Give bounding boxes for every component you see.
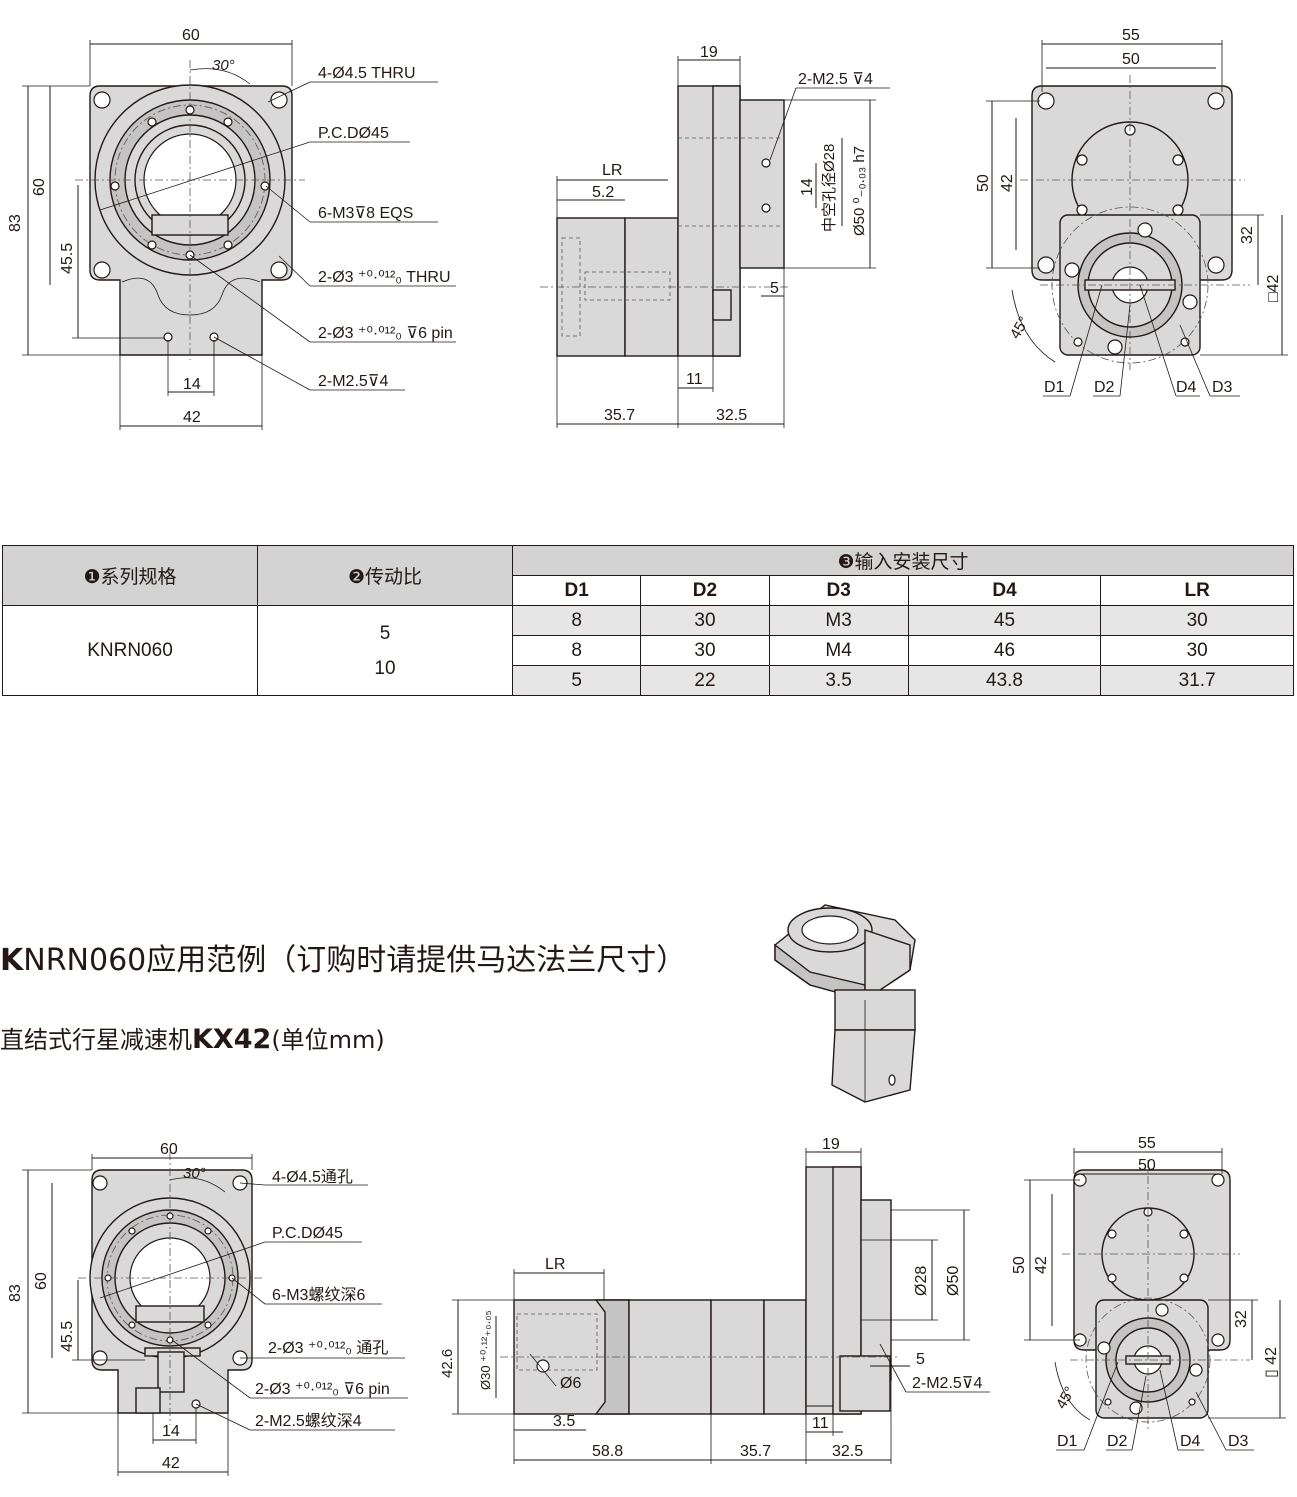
svg-text:11: 11 bbox=[686, 371, 703, 388]
svg-text:5: 5 bbox=[916, 1351, 925, 1368]
svg-text:6-M3螺纹深6: 6-M3螺纹深6 bbox=[272, 1286, 365, 1304]
svg-text:LR: LR bbox=[602, 162, 622, 179]
svg-text:2-Ø3 ⁺⁰·⁰¹²₀ ⊽6 pin: 2-Ø3 ⁺⁰·⁰¹²₀ ⊽6 pin bbox=[318, 325, 453, 342]
svg-text:55: 55 bbox=[1138, 1135, 1156, 1152]
svg-text:5.2: 5.2 bbox=[592, 184, 614, 201]
col-ratio: ❷传动比 bbox=[257, 545, 513, 606]
svg-text:P.C.DØ45: P.C.DØ45 bbox=[272, 1225, 343, 1242]
svg-text:D2: D2 bbox=[1107, 1433, 1128, 1450]
top-rear-view: 55 50 50 42 32 □42 45° D1 D2 D4 D3 bbox=[975, 27, 1288, 397]
svg-text:60: 60 bbox=[160, 1141, 178, 1158]
spec-table: ❶系列规格 ❷传动比 ❸输入安装尺寸 D1 D2 D3 D4 LR KNRN06… bbox=[2, 545, 1294, 696]
svg-text:32: 32 bbox=[1239, 226, 1256, 244]
svg-text:D1: D1 bbox=[1044, 379, 1065, 396]
model-cell: KNRN060 bbox=[2, 605, 258, 696]
svg-text:11: 11 bbox=[812, 1415, 829, 1432]
svg-text:42: 42 bbox=[1033, 1256, 1050, 1274]
example-subtitle: 直结式行星减速机KX42(单位mm) bbox=[0, 1024, 385, 1055]
svg-text:Ø50: Ø50 bbox=[945, 1266, 962, 1296]
svg-text:32.5: 32.5 bbox=[716, 407, 747, 424]
svg-text:6-M3⊽8 EQS: 6-M3⊽8 EQS bbox=[318, 205, 413, 222]
svg-text:50: 50 bbox=[1122, 51, 1140, 68]
svg-text:4-Ø4.5通孔: 4-Ø4.5通孔 bbox=[272, 1168, 353, 1186]
col-d3: D3 bbox=[768, 575, 909, 606]
svg-text:LR: LR bbox=[545, 1256, 565, 1273]
svg-text:50: 50 bbox=[1138, 1157, 1156, 1174]
svg-text:D4: D4 bbox=[1176, 379, 1197, 396]
top-side-view: 19 LR 5.2 5 11 35.7 32.5 2-M2.5 ⊽4 14 中空… bbox=[540, 44, 890, 428]
svg-text:42: 42 bbox=[183, 409, 201, 426]
svg-text:Ø28: Ø28 bbox=[913, 1266, 930, 1296]
svg-text:▯ 42: ▯ 42 bbox=[1263, 1347, 1280, 1378]
svg-text:58.8: 58.8 bbox=[592, 1443, 623, 1460]
col-lr: LR bbox=[1100, 575, 1294, 606]
svg-text:3.5: 3.5 bbox=[553, 1413, 575, 1430]
svg-text:5: 5 bbox=[770, 280, 779, 297]
svg-text:30°: 30° bbox=[183, 1165, 206, 1182]
svg-text:42: 42 bbox=[162, 1455, 180, 1472]
svg-text:50: 50 bbox=[975, 174, 992, 192]
svg-text:45.5: 45.5 bbox=[59, 1321, 76, 1352]
col-input-group: ❸输入安装尺寸 bbox=[512, 545, 1294, 576]
svg-text:50: 50 bbox=[1011, 1256, 1028, 1274]
svg-text:4-Ø4.5 THRU: 4-Ø4.5 THRU bbox=[318, 65, 416, 82]
svg-text:32: 32 bbox=[1233, 1310, 1250, 1328]
svg-text:60: 60 bbox=[31, 178, 48, 196]
svg-text:35.7: 35.7 bbox=[604, 407, 635, 424]
svg-text:83: 83 bbox=[7, 214, 24, 232]
svg-text:中空孔径Ø28: 中空孔径Ø28 bbox=[821, 144, 838, 232]
bottom-rear-view: 55 50 50 42 32 ▯ 42 45° D1 D2 D4 D3 bbox=[1011, 1135, 1286, 1451]
example-title: KNRN060应用范例（订购时请提供马达法兰尺寸） bbox=[0, 943, 687, 978]
bottom-side-view: 19 LR 42.6 Ø30 ⁺⁰·¹²₊₀.₀₅ Ø6 Ø28 Ø50 5 2… bbox=[439, 1136, 990, 1464]
svg-text:83: 83 bbox=[7, 1284, 24, 1302]
svg-text:2-M2.5⊽4: 2-M2.5⊽4 bbox=[318, 373, 389, 390]
svg-text:2-Ø3 ⁺⁰·⁰¹²₀ ⊽6 pin: 2-Ø3 ⁺⁰·⁰¹²₀ ⊽6 pin bbox=[255, 1381, 390, 1398]
bottom-technical-drawing: 60 30° 83 60 45.5 14 42 4-Ø4.5通孔 P.C.DØ4… bbox=[7, 1135, 1286, 1476]
svg-text:42.6: 42.6 bbox=[439, 1349, 456, 1378]
svg-text:19: 19 bbox=[822, 1136, 840, 1153]
svg-text:P.C.DØ45: P.C.DØ45 bbox=[318, 125, 389, 142]
svg-text:D3: D3 bbox=[1212, 379, 1233, 396]
svg-text:□42: □42 bbox=[1265, 274, 1282, 302]
col-series: ❶系列规格 bbox=[2, 545, 258, 606]
svg-text:2-M2.5螺纹深4: 2-M2.5螺纹深4 bbox=[255, 1412, 362, 1430]
svg-text:2-Ø3 ⁺⁰·⁰¹²₀ THRU: 2-Ø3 ⁺⁰·⁰¹²₀ THRU bbox=[318, 269, 451, 286]
col-d2: D2 bbox=[640, 575, 770, 606]
svg-text:14: 14 bbox=[162, 1423, 180, 1440]
svg-text:2-M2.5 ⊽4: 2-M2.5 ⊽4 bbox=[798, 71, 873, 88]
col-d4: D4 bbox=[907, 575, 1102, 606]
top-technical-drawing: 60 30° 83 60 45.5 14 42 4-Ø4.5 THRU P.C.… bbox=[7, 27, 1288, 430]
svg-text:32.5: 32.5 bbox=[832, 1443, 863, 1460]
svg-text:Ø50 ⁰₋₀.₀₃ h7: Ø50 ⁰₋₀.₀₃ h7 bbox=[851, 146, 868, 236]
svg-text:60: 60 bbox=[33, 1272, 50, 1290]
svg-text:42: 42 bbox=[999, 174, 1016, 192]
table-row: 5 22 3.5 43.8 31.7 bbox=[3, 665, 1294, 696]
svg-text:35.7: 35.7 bbox=[740, 1443, 771, 1460]
svg-text:45.5: 45.5 bbox=[59, 243, 76, 274]
svg-text:Ø6: Ø6 bbox=[560, 1375, 581, 1392]
gearbox-3d-illustration bbox=[774, 904, 916, 1103]
svg-text:D4: D4 bbox=[1180, 1433, 1201, 1450]
dim-60: 60 bbox=[182, 27, 200, 44]
svg-text:55: 55 bbox=[1122, 27, 1140, 44]
svg-text:2-Ø3 ⁺⁰·⁰¹²₀ 通孔: 2-Ø3 ⁺⁰·⁰¹²₀ 通孔 bbox=[268, 1339, 388, 1357]
svg-text:D2: D2 bbox=[1094, 379, 1115, 396]
svg-text:D3: D3 bbox=[1228, 1433, 1249, 1450]
svg-text:D1: D1 bbox=[1057, 1433, 1078, 1450]
table-row: 8 30 M4 46 30 bbox=[3, 635, 1294, 666]
svg-text:2-M2.5⊽4: 2-M2.5⊽4 bbox=[912, 1375, 983, 1392]
svg-text:14: 14 bbox=[799, 178, 816, 196]
svg-text:14: 14 bbox=[183, 376, 201, 393]
svg-text:19: 19 bbox=[700, 44, 718, 61]
bottom-front-view: 60 30° 83 60 45.5 14 42 4-Ø4.5通孔 P.C.DØ4… bbox=[7, 1141, 408, 1476]
top-front-view: 60 30° 83 60 45.5 14 42 4-Ø4.5 THRU P.C.… bbox=[7, 27, 456, 430]
svg-text:Ø30 ⁺⁰·¹²₊₀.₀₅: Ø30 ⁺⁰·¹²₊₀.₀₅ bbox=[478, 1310, 493, 1390]
svg-text:30°: 30° bbox=[212, 57, 235, 74]
col-d1: D1 bbox=[511, 575, 642, 606]
